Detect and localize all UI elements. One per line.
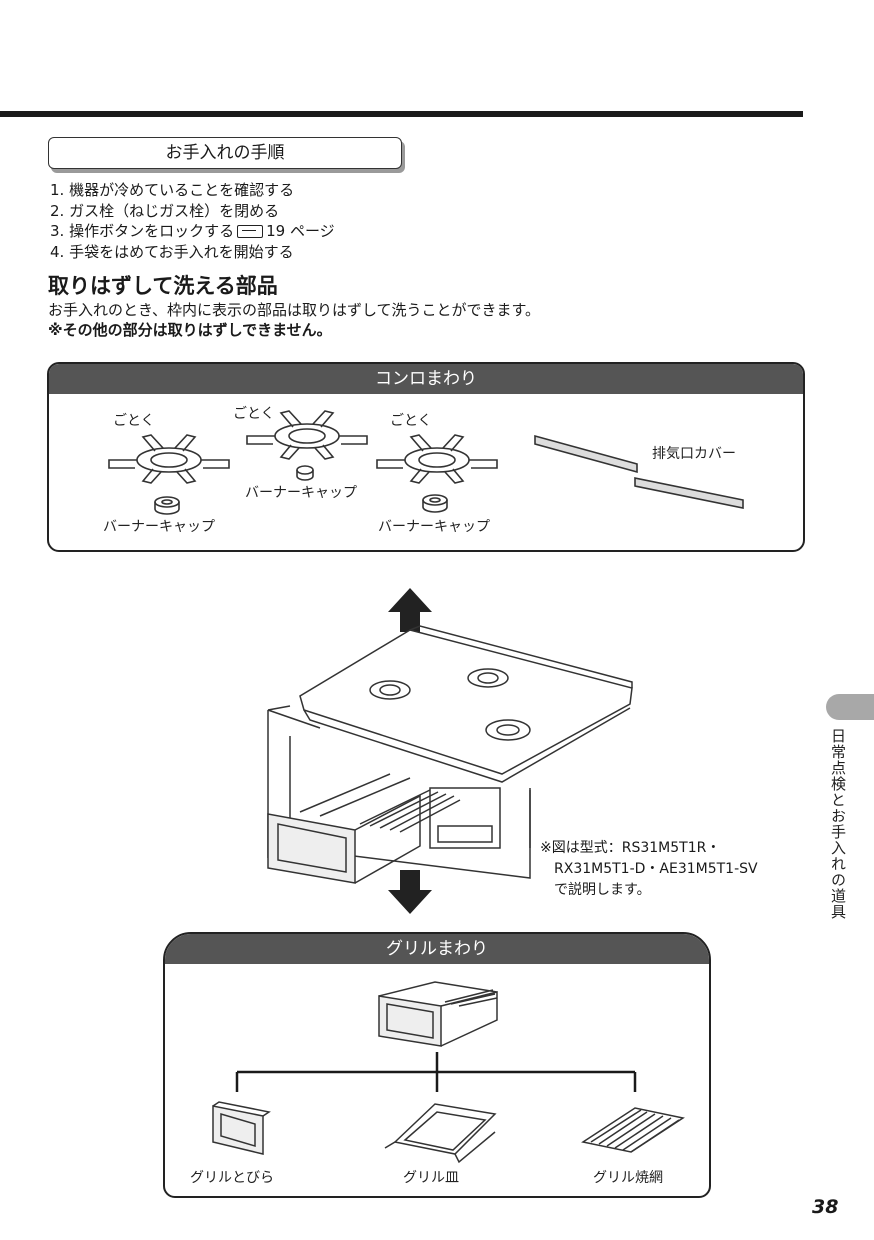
procedure-title: お手入れの手順 (48, 137, 402, 169)
burner-cap-1-icon (154, 496, 180, 515)
model-note-line2: RX31M5T1-D・AE31M5T1-SV (554, 861, 758, 877)
model-note: ※図は型式：RS31M5T1R・ RX31M5T1-D・AE31M5T1-SV … (540, 838, 758, 901)
page-ref-icon (237, 225, 264, 238)
grill-header: グリルまわり (165, 934, 709, 964)
grill-parts-illustration (212, 981, 685, 1164)
grill-grate-icon (359, 789, 461, 833)
grill-grate-part-icon (581, 1107, 685, 1153)
grill-door-label: グリルとびら (190, 1170, 274, 1186)
grill-grate-label: グリル焼網 (593, 1170, 663, 1186)
model-note-line1: ※図は型式：RS31M5T1R・ (540, 840, 721, 856)
arrow-up-icon (388, 588, 432, 632)
step-3-text: 3. 操作ボタンをロックする (50, 222, 235, 240)
step-3: 3. 操作ボタンをロックする 19 ページ (50, 221, 335, 242)
grill-door-icon (212, 1101, 271, 1155)
konro-header: コンロまわり (49, 364, 803, 394)
burner-cap-label-3: バーナーキャップ (378, 519, 490, 535)
removable-title: 取りはずして洗える部品 (48, 274, 278, 298)
grill-pan-label: グリル皿 (403, 1170, 459, 1186)
gotoku-label-3: ごとく (390, 413, 432, 429)
konro-parts-illustration (108, 410, 744, 515)
stove-illustration (267, 588, 633, 914)
burner-cap-3-icon (422, 494, 448, 513)
page-number: 38 (812, 1196, 839, 1218)
arrow-down-icon (388, 870, 432, 914)
burner-cap-label-2: バーナーキャップ (245, 485, 357, 501)
grill-pan-icon (384, 1103, 497, 1164)
burner-cap-2-icon (296, 465, 314, 481)
step-1: 1. 機器が冷めていることを確認する (50, 181, 295, 199)
step-2: 2. ガス栓（ねじガス栓）を閉める (50, 201, 280, 220)
chapter-tab (826, 694, 874, 720)
chapter-title: 日常点検とお手入れの道具 (829, 728, 847, 920)
step-4: 4. 手袋をはめてお手入れを開始する (50, 242, 294, 261)
removable-note: ※その他の部分は取りはずしできません。 (48, 321, 332, 339)
burner-cap-label-1: バーナーキャップ (103, 519, 215, 535)
exhaust-cover-label: 排気口カバー (652, 446, 736, 462)
procedure-steps: 1. 機器が冷めていることを確認する 2. ガス栓（ねじガス栓）を閉める 3. … (50, 180, 335, 262)
burner-icons (369, 668, 531, 741)
top-rule (0, 111, 803, 117)
gotoku-label-1: ごとく (113, 413, 155, 429)
exhaust-cover-icon (534, 434, 744, 509)
model-note-line3: で説明します。 (554, 882, 651, 898)
gotoku-1-icon (108, 434, 230, 484)
konro-panel: コンロまわり (47, 362, 805, 552)
step-3-page-ref: 19 ページ (266, 222, 335, 240)
gotoku-label-2: ごとく (233, 406, 275, 422)
removable-description: お手入れのとき、枠内に表示の部品は取りはずして洗うことができます。 (48, 301, 541, 319)
gotoku-2-icon (246, 410, 368, 460)
grill-assembly-icon (378, 981, 498, 1047)
gotoku-3-icon (376, 434, 498, 484)
removable-intro: お手入れのとき、枠内に表示の部品は取りはずして洗うことができます。 ※その他の部… (48, 300, 540, 340)
